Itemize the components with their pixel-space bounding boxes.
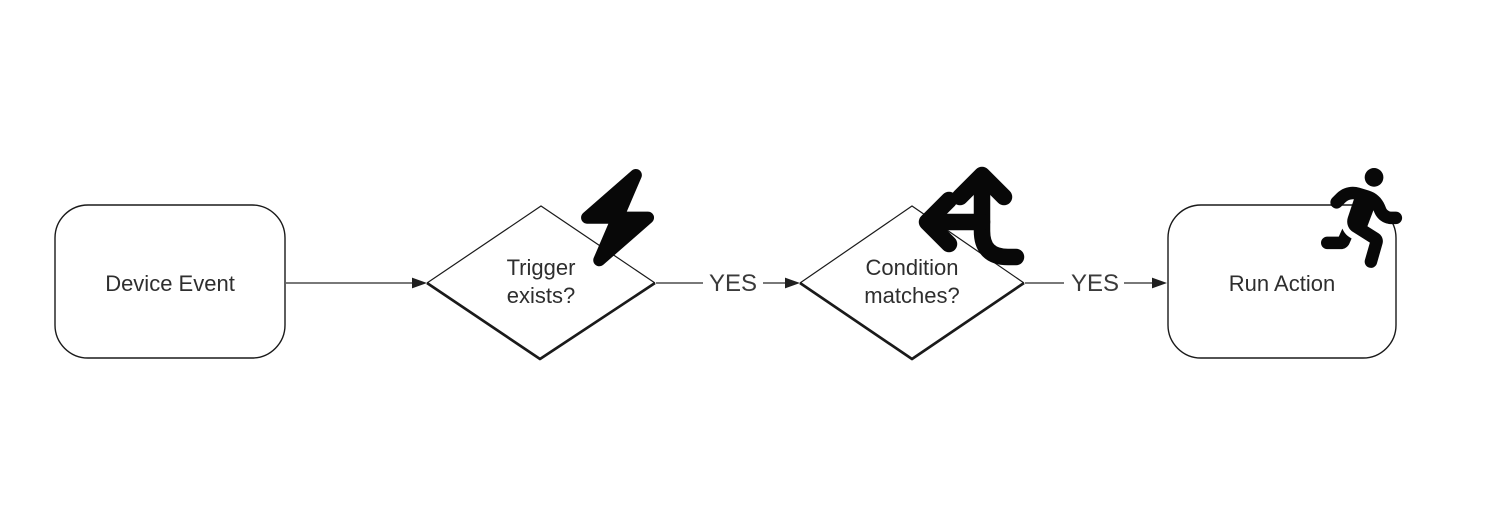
bolt-icon	[581, 168, 655, 267]
node-label-line1: Trigger	[507, 255, 576, 280]
node-condition-matches: Condition matches?	[799, 205, 1025, 361]
node-label: Device Event	[105, 271, 235, 296]
node-label-line2: matches?	[864, 283, 959, 308]
node-device-event: Device Event	[54, 204, 286, 359]
person-running-icon-shape	[1321, 168, 1403, 268]
split-arrows-left-head	[918, 191, 958, 253]
diamond-top-edges	[426, 205, 656, 284]
node-label-line1: Condition	[866, 255, 959, 280]
split-arrows-shaft	[973, 172, 1025, 266]
arrowhead-icon	[1152, 277, 1167, 289]
node-label: Run Action	[1229, 271, 1335, 296]
arrowhead-icon	[412, 277, 427, 289]
edge-device-to-trigger	[286, 277, 427, 289]
edge-label-yes: YES	[1071, 270, 1119, 297]
edge-condition-to-action: YES	[1025, 270, 1167, 297]
node-label-line2: exists?	[507, 283, 575, 308]
edge-label-yes: YES	[709, 270, 757, 297]
split-arrows-up-head	[951, 166, 1013, 206]
node-trigger-exists: Trigger exists?	[426, 205, 656, 361]
bolt-icon-shape	[581, 168, 655, 267]
arrowhead-icon	[785, 277, 800, 289]
split-arrows-icon	[918, 166, 1025, 266]
diamond-bottom-edges	[426, 281, 656, 361]
edge-trigger-to-condition: YES	[656, 270, 800, 297]
node-shape	[54, 204, 286, 359]
diamond-bottom-edges	[799, 281, 1025, 361]
person-running-icon	[1321, 168, 1403, 268]
